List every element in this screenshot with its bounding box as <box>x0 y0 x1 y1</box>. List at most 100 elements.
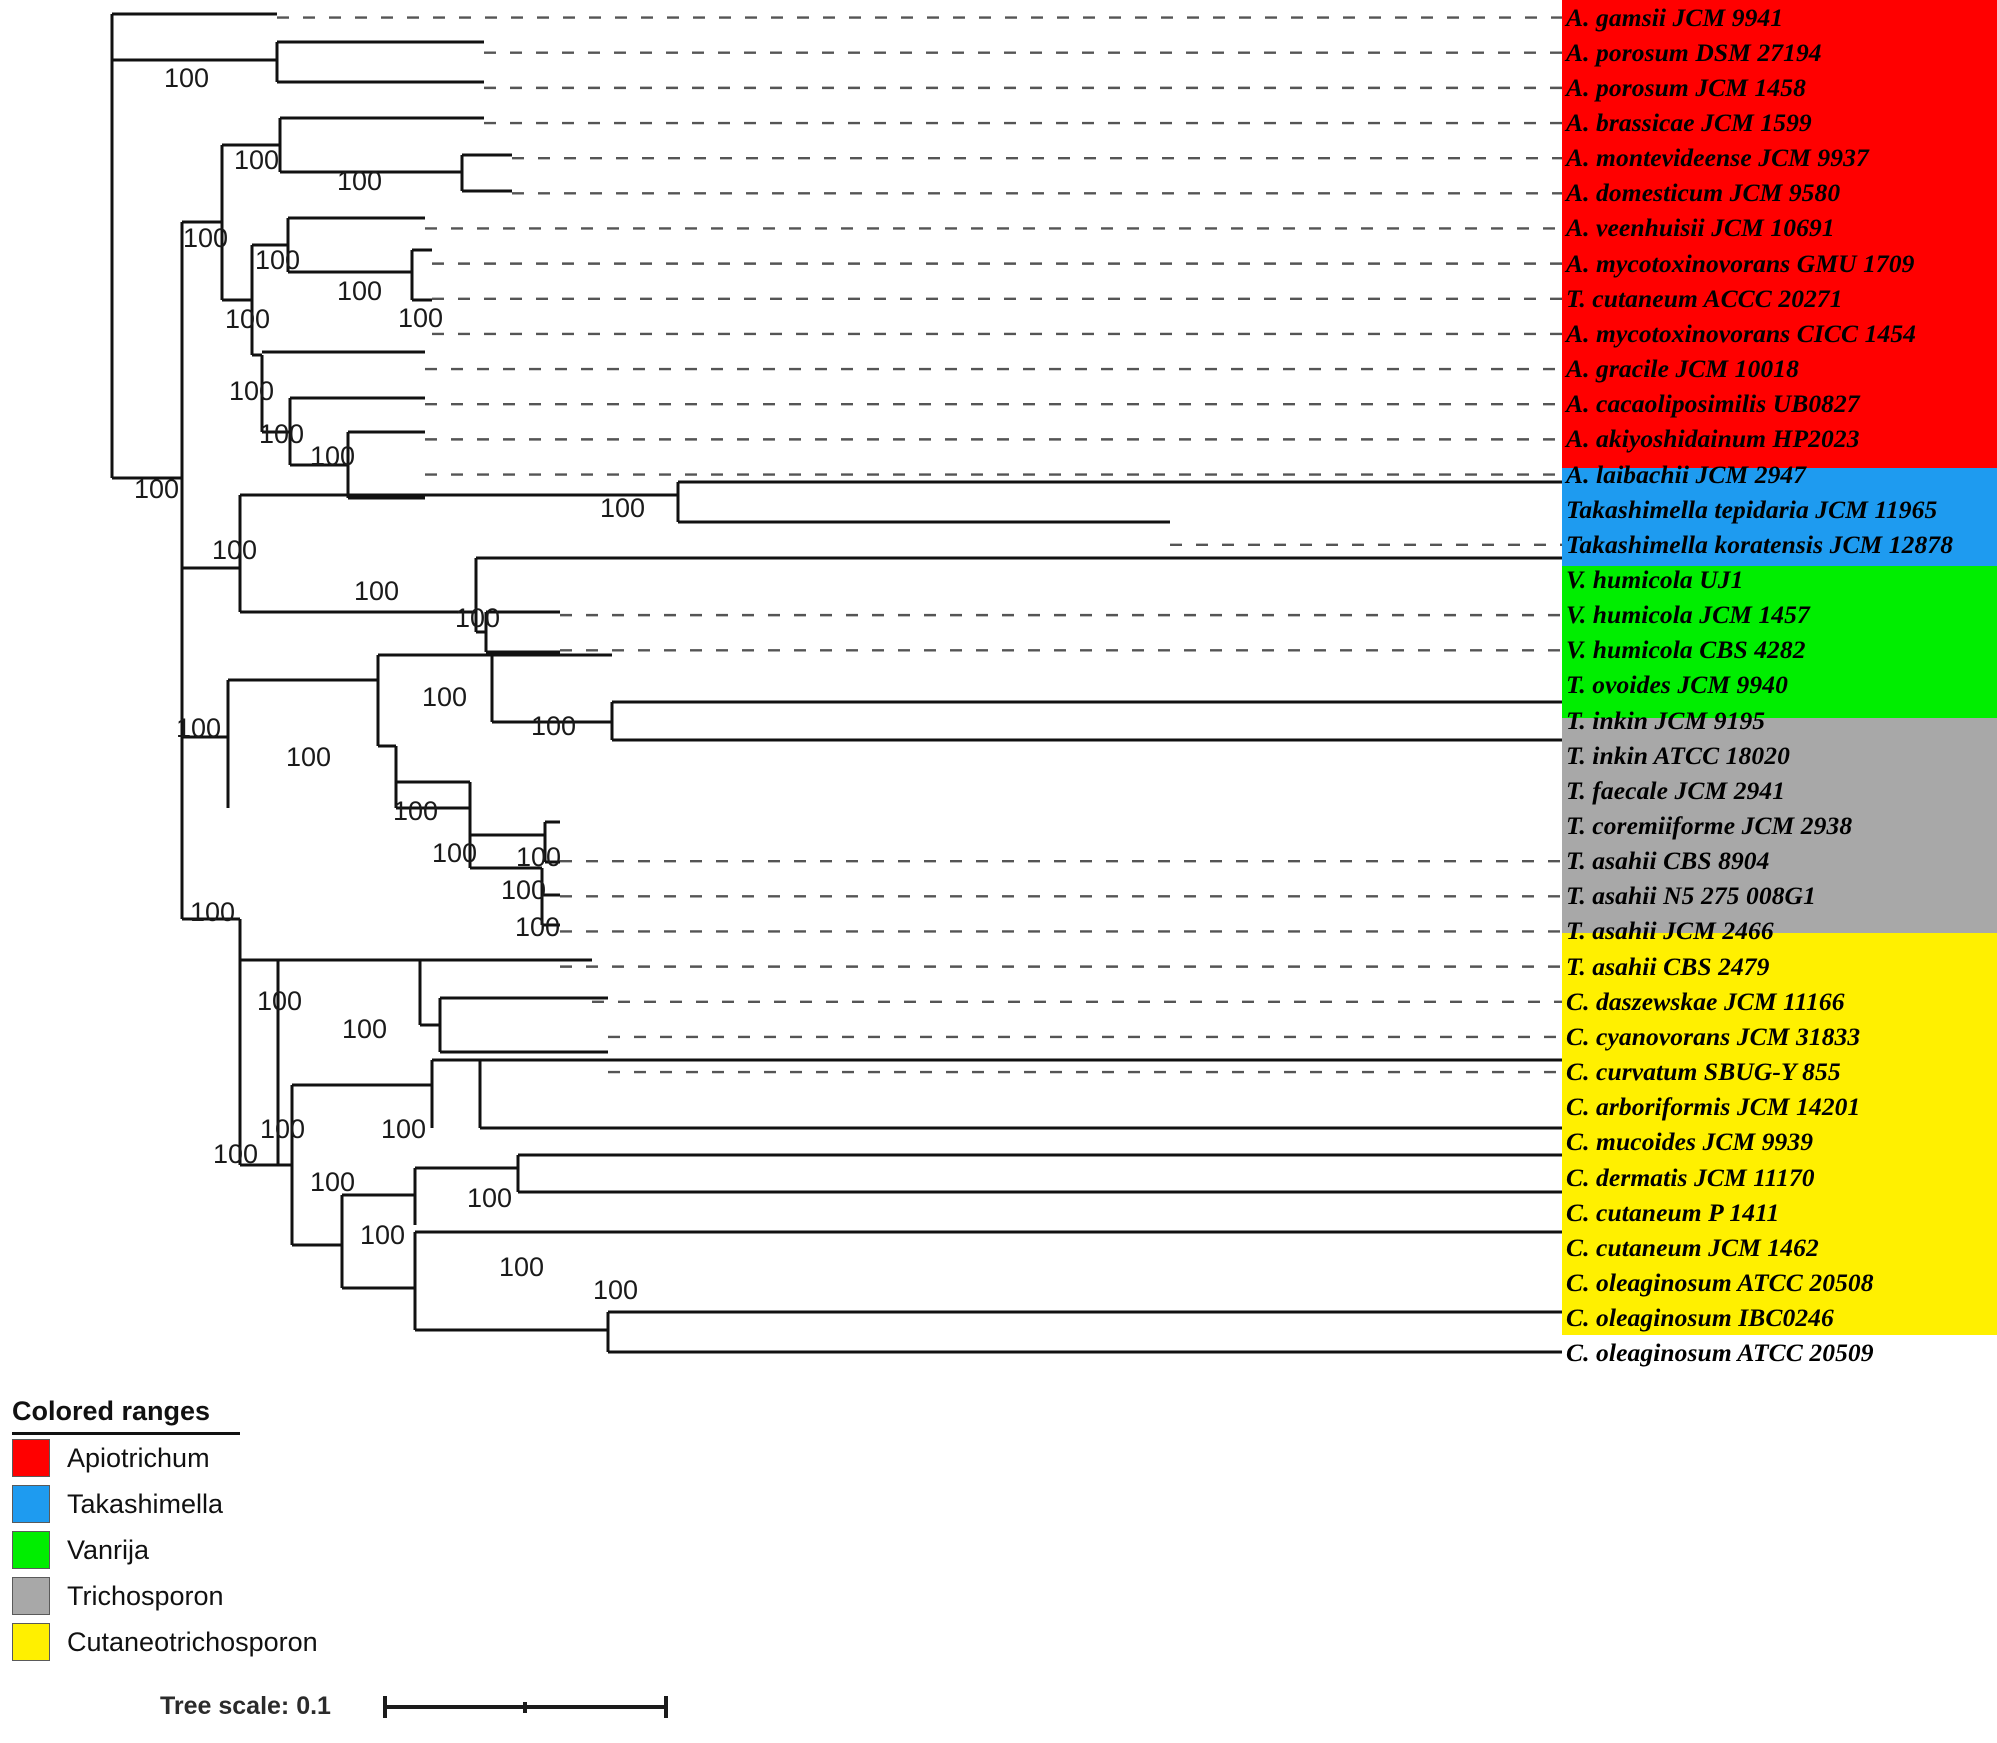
support-value: 100 <box>286 742 332 772</box>
taxon-label: A. porosum DSM 27194 <box>1566 37 1822 67</box>
taxon-label: A. gracile JCM 10018 <box>1566 354 1799 384</box>
support-value: 100 <box>515 912 561 942</box>
support-value: 100 <box>422 682 468 712</box>
color-band-apiotrichum <box>1562 0 1997 468</box>
support-value: 100 <box>600 493 646 523</box>
support-value: 100 <box>259 419 305 449</box>
support-value: 100 <box>212 535 258 565</box>
taxon-label: C. mucoides JCM 9939 <box>1566 1127 1814 1157</box>
scale-tick-left <box>382 1695 387 1718</box>
taxon-label: Takashimella koratensis JCM 12878 <box>1566 529 1954 559</box>
legend-color-swatch <box>12 1485 50 1523</box>
legend-item-label: Apiotrichum <box>67 1442 210 1473</box>
taxon-label: A. porosum JCM 1458 <box>1566 72 1806 102</box>
support-value: 100 <box>337 166 383 196</box>
legend-item-cutaneotrichosporon[interactable]: Cutaneotrichosporon <box>8 1619 318 1665</box>
taxon-label: V. humicola UJ1 <box>1566 564 1744 594</box>
support-value: 100 <box>255 245 301 275</box>
scale-tick-middle <box>522 1701 527 1713</box>
taxon-label: A. brassicae JCM 1599 <box>1566 108 1812 138</box>
taxon-label: C. dermatis JCM 11170 <box>1566 1162 1815 1192</box>
taxon-label: C. arboriformis JCM 14201 <box>1566 1092 1861 1122</box>
support-value: 100 <box>190 897 236 927</box>
support-value: 100 <box>398 303 444 333</box>
taxon-label: T. inkin JCM 9195 <box>1566 705 1766 735</box>
taxon-label: V. humicola JCM 1457 <box>1566 600 1810 630</box>
taxon-label: A. veenhuisii JCM 10691 <box>1566 213 1835 243</box>
taxon-label: A. cacaoliposimilis UB0827 <box>1566 389 1860 419</box>
support-value: 100 <box>342 1014 388 1044</box>
taxon-label: C. cutaneum JCM 1462 <box>1566 1232 1819 1262</box>
legend-item-label: Vanrija <box>67 1534 150 1565</box>
color-band-trichosporon <box>1562 718 1997 933</box>
legend-item-trichosporon[interactable]: Trichosporon <box>8 1573 308 1619</box>
taxon-label: T. asahii CBS 2479 <box>1566 951 1770 981</box>
support-value: 100 <box>310 1167 356 1197</box>
support-value: 100 <box>531 711 577 741</box>
legend-title: Colored ranges <box>12 1396 211 1426</box>
support-value: 100 <box>354 576 400 606</box>
support-value: 100 <box>176 713 222 743</box>
support-value: 100 <box>134 474 180 504</box>
support-value: 100 <box>381 1114 427 1144</box>
color-band-vanrija <box>1562 566 1997 718</box>
taxon-label: T. faecale JCM 2941 <box>1566 775 1786 805</box>
support-value: 100 <box>225 304 271 334</box>
legend-divider <box>12 1432 240 1435</box>
support-value: 100 <box>516 842 562 872</box>
legend-item-label: Trichosporon <box>67 1580 224 1611</box>
taxon-label: A. gamsii JCM 9941 <box>1566 2 1784 32</box>
legend-color-swatch <box>12 1439 50 1477</box>
support-value: 100 <box>213 1139 259 1169</box>
taxon-label: V. humicola CBS 4282 <box>1566 635 1806 665</box>
support-value: 100 <box>467 1183 513 1213</box>
leaf-connector-lines <box>277 16 1562 1074</box>
taxon-label: C. oleaginosum ATCC 20508 <box>1566 1267 1874 1297</box>
legend-item-vanrija[interactable]: Vanrija <box>8 1527 308 1573</box>
tree-scale-label: Tree scale: 0.1 <box>160 1692 331 1720</box>
color-band-cutaneotrichosporon <box>1562 933 1997 1335</box>
scale-tick-right <box>663 1695 668 1718</box>
support-value: 100 <box>499 1252 545 1282</box>
support-value: 100 <box>183 223 229 253</box>
taxon-label: T. asahii CBS 8904 <box>1566 846 1770 876</box>
taxon-label: T. asahii JCM 2466 <box>1566 916 1774 946</box>
color-band-takashimella <box>1562 468 1997 566</box>
taxon-label: A. mycotoxinovorans CICC 1454 <box>1566 318 1917 348</box>
support-value: 100 <box>234 145 280 175</box>
support-value: 100 <box>393 796 439 826</box>
support-value: 100 <box>257 986 303 1016</box>
taxon-label: C. oleaginosum IBC0246 <box>1566 1303 1834 1333</box>
support-value: 100 <box>337 276 383 306</box>
support-value: 100 <box>260 1114 306 1144</box>
taxon-label: T. ovoides JCM 9940 <box>1566 670 1788 700</box>
support-value: 100 <box>455 603 501 633</box>
taxon-label: T. asahii N5 275 008G1 <box>1566 881 1816 911</box>
legend-item-label: Cutaneotrichosporon <box>67 1626 318 1657</box>
tree-scale-bar: Tree scale: 0.1 <box>160 1692 668 1721</box>
support-value: 100 <box>164 63 210 93</box>
legend-color-swatch <box>12 1531 50 1569</box>
taxon-label: C. cutaneum P 1411 <box>1566 1197 1780 1227</box>
taxon-label: T. cutaneum ACCC 20271 <box>1566 283 1843 313</box>
taxon-label: A. akiyoshidainum HP2023 <box>1566 424 1860 454</box>
support-value: 100 <box>432 838 478 868</box>
color-range-bands <box>1562 0 1997 1335</box>
support-value: 100 <box>229 376 275 406</box>
taxon-label: C. curvatum SBUG-Y 855 <box>1566 1057 1841 1087</box>
support-value: 100 <box>360 1220 406 1250</box>
legend-item-apiotrichum[interactable]: Apiotrichum <box>8 1435 308 1481</box>
taxon-label: A. montevideense JCM 9937 <box>1566 143 1869 173</box>
legend-item-label: Takashimella <box>67 1488 224 1519</box>
support-value: 100 <box>310 441 356 471</box>
taxon-label: A. domesticum JCM 9580 <box>1566 178 1841 208</box>
taxon-label: C. oleaginosum ATCC 20509 <box>1566 1338 1874 1368</box>
legend-color-swatch <box>12 1577 50 1615</box>
legend-item-takashimella[interactable]: Takashimella <box>8 1481 308 1527</box>
taxon-label: T. coremiiforme JCM 2938 <box>1566 811 1853 841</box>
taxon-label: Takashimella tepidaria JCM 11965 <box>1566 494 1938 524</box>
tree-branches <box>110 12 1562 1354</box>
taxon-label: T. inkin ATCC 18020 <box>1566 740 1790 770</box>
